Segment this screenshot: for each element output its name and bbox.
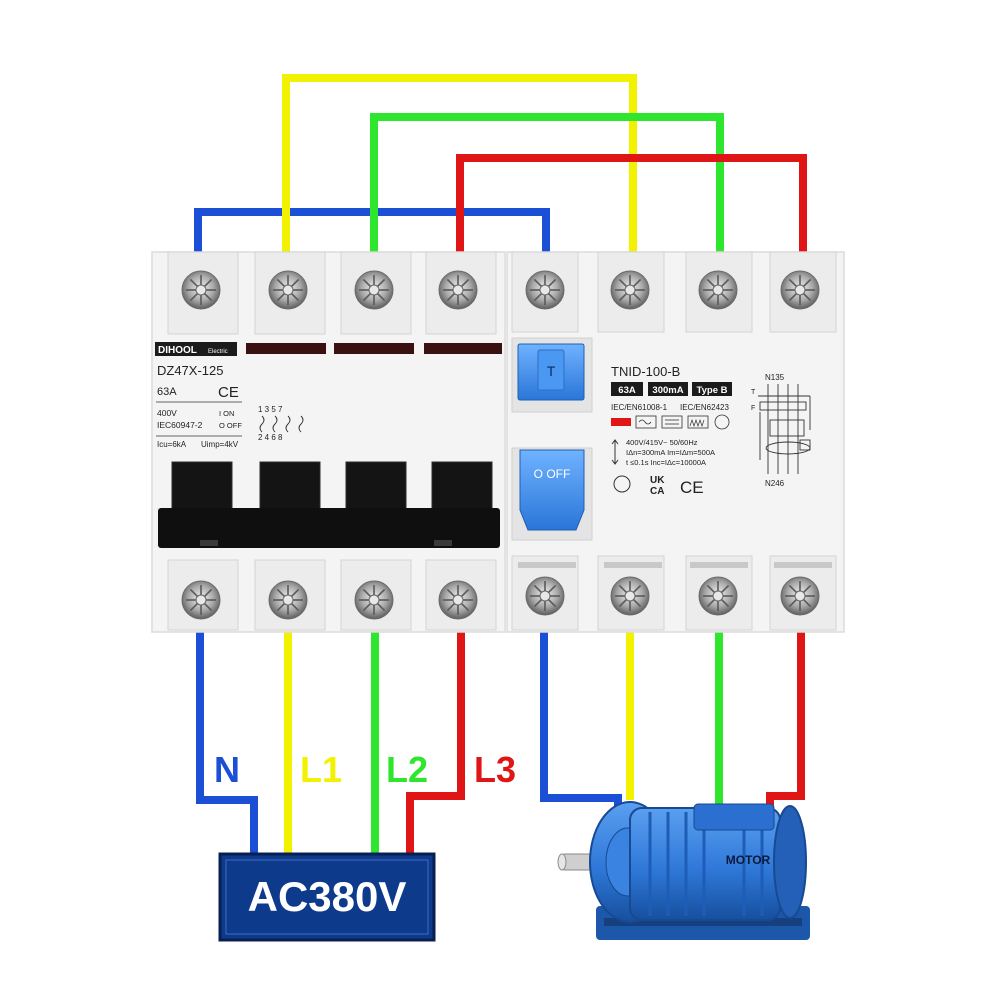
wire-l3-source bbox=[406, 630, 465, 856]
rcd-ccc-mark bbox=[613, 475, 631, 493]
ac-source-box bbox=[218, 852, 436, 942]
mcb-on-label: I ON bbox=[219, 409, 234, 418]
label-l2: L2 bbox=[386, 749, 428, 790]
rcd-rating: 63A bbox=[618, 385, 636, 396]
rcd-breaker: T O OFF TNID-100-B 63A 300mA Type B IEC/… bbox=[506, 251, 845, 633]
rcd-diagram-top: N135 bbox=[765, 373, 785, 382]
mcb-rating: 63A bbox=[157, 386, 177, 398]
rcd-sensitivity: 300mA bbox=[652, 385, 683, 396]
rcd-diagram-f: F bbox=[751, 405, 755, 412]
bottom-wires bbox=[196, 630, 805, 856]
ac-source: AC380V bbox=[218, 852, 436, 942]
terminal-screw[interactable] bbox=[525, 576, 565, 616]
label-l3: L3 bbox=[474, 749, 516, 790]
wire-l3-motor bbox=[766, 630, 805, 812]
terminal-screw[interactable] bbox=[268, 580, 308, 620]
rcd-type: Type B bbox=[697, 385, 728, 396]
mcb-ce-mark: CE bbox=[218, 384, 239, 401]
rcd-diagram-bottom: N246 bbox=[765, 479, 785, 488]
rcd-spec-2: IΔn=300mA Im=IΔm=500A bbox=[626, 448, 715, 457]
wire-neutral-source bbox=[196, 630, 258, 856]
terminal-screw[interactable] bbox=[698, 576, 738, 616]
mcb-voltage: 400V bbox=[157, 408, 177, 418]
motor-terminal-box bbox=[693, 803, 775, 831]
mcb-handle-bar[interactable] bbox=[158, 508, 500, 548]
rcd-spec-3: t ≤0.1s Inc=IΔc=10000A bbox=[626, 458, 706, 467]
rcd-ukca-2: CA bbox=[650, 486, 664, 497]
phase-labels: N L1 L2 L3 bbox=[214, 749, 516, 790]
mcb-icu: Icu=6kA bbox=[157, 440, 187, 449]
mcb-bottom-terminals bbox=[167, 559, 497, 631]
label-l1: L1 bbox=[300, 749, 342, 790]
terminal-screw[interactable] bbox=[268, 270, 308, 310]
rcd-standard-2: IEC/EN62423 bbox=[680, 403, 729, 412]
rcd-spec-1: 400V/415V~ 50/60Hz bbox=[626, 438, 698, 447]
mcb-pole-bottom: 2 4 6 8 bbox=[258, 433, 283, 442]
rcd-standard-1: IEC/EN61008-1 bbox=[611, 403, 668, 412]
mcb-breaker: DIHOOL Electric DZ47X-125 63A CE 400V IE… bbox=[151, 251, 506, 633]
terminal-screw[interactable] bbox=[354, 580, 394, 620]
rcd-switch-handle[interactable] bbox=[519, 449, 585, 531]
terminal-screw[interactable] bbox=[698, 270, 738, 310]
rcd-onoff-arrow bbox=[611, 439, 619, 465]
rcd-ukca-1: UK bbox=[650, 475, 665, 486]
terminal-screw[interactable] bbox=[610, 576, 650, 616]
rcd-symbol-row bbox=[611, 414, 730, 430]
mcb-label-bar-3 bbox=[334, 343, 414, 354]
terminal-screw[interactable] bbox=[354, 270, 394, 310]
terminal-screw[interactable] bbox=[438, 270, 478, 310]
motor: MOTOR bbox=[557, 801, 810, 940]
mcb-brand-bar bbox=[155, 342, 237, 356]
terminal-screw[interactable] bbox=[438, 580, 478, 620]
terminal-screw[interactable] bbox=[610, 270, 650, 310]
wire-l3-top bbox=[456, 154, 807, 255]
mcb-label-bar-2 bbox=[246, 343, 326, 354]
mcb-label-bar-4 bbox=[424, 343, 502, 354]
motor-label: MOTOR bbox=[726, 853, 771, 867]
rcd-circuit-diagram bbox=[758, 384, 811, 474]
mcb-uimp: Uimp=4kV bbox=[201, 440, 239, 449]
rcd-diagram-t: T bbox=[751, 389, 756, 396]
rcd-switch-label: O OFF bbox=[534, 467, 571, 481]
mcb-standard: IEC60947-2 bbox=[157, 420, 203, 430]
top-wires bbox=[194, 74, 807, 255]
mcb-top-terminals bbox=[167, 251, 497, 335]
mcb-off-label: O OFF bbox=[219, 421, 242, 430]
mcb-pole-symbol bbox=[259, 415, 304, 433]
mcb-model: DZ47X-125 bbox=[157, 363, 223, 378]
ac-source-label: AC380V bbox=[248, 873, 407, 920]
mcb-brand-suffix: Electric bbox=[208, 349, 228, 355]
wire-l2-top bbox=[370, 113, 724, 255]
rcd-model: TNID-100-B bbox=[611, 364, 680, 379]
terminal-screws bbox=[181, 270, 820, 620]
mcb-handles[interactable] bbox=[158, 461, 500, 548]
wire-l1-top bbox=[282, 74, 637, 255]
mcb-brand: DIHOOL bbox=[158, 345, 197, 356]
rcd-test-label: T bbox=[547, 363, 556, 379]
terminal-screw[interactable] bbox=[181, 270, 221, 310]
mcb-pole-top: 1 3 5 7 bbox=[258, 405, 283, 414]
wire-neutral-motor bbox=[540, 630, 622, 825]
terminal-screw[interactable] bbox=[181, 580, 221, 620]
rcd-ce-mark: CE bbox=[680, 478, 704, 497]
label-neutral: N bbox=[214, 749, 240, 790]
terminal-screw[interactable] bbox=[780, 270, 820, 310]
terminal-screw[interactable] bbox=[780, 576, 820, 616]
terminal-screw[interactable] bbox=[525, 270, 565, 310]
